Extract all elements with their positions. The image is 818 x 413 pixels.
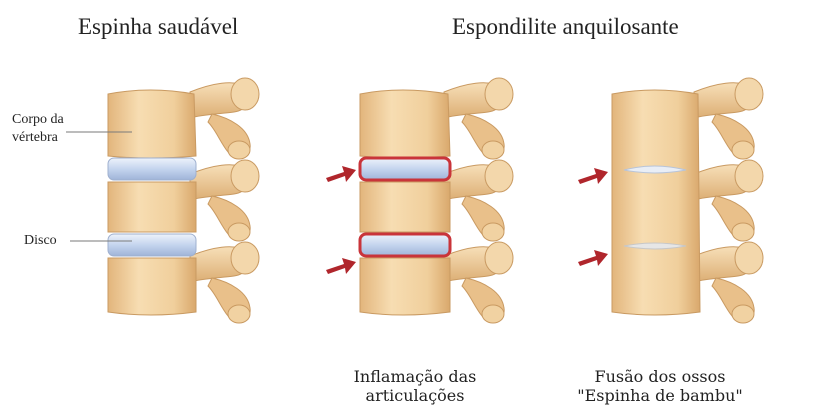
label-vertebral-body: Corpo da vértebra (12, 111, 122, 147)
red-arrow-icon (326, 166, 356, 182)
process-1 (444, 78, 513, 159)
vertebral-body-2 (108, 182, 196, 232)
red-arrow-icon (578, 168, 608, 184)
vertebral-body-3 (360, 258, 450, 315)
fused-vertebral-column (612, 90, 700, 315)
vertebral-body-1 (360, 90, 450, 158)
disc-1 (108, 158, 196, 180)
vertebral-body-2 (360, 182, 450, 232)
caption-inflammation-line1: Inflamação das (320, 367, 510, 386)
caption-inflammation: Inflamação das articulações (320, 367, 510, 405)
label-vertebral-body-line1: Corpo da (12, 111, 122, 129)
caption-fusion-line2: "Espinha de bambu" (560, 386, 760, 405)
process-2 (444, 160, 513, 241)
inflamed-disc-1 (360, 158, 450, 180)
label-vertebral-body-line2: vértebra (12, 129, 122, 147)
caption-inflammation-line2: articulações (320, 386, 510, 405)
disc-2 (108, 234, 196, 256)
process-1 (694, 78, 763, 159)
process-2 (694, 160, 763, 241)
label-disc: Disco (24, 232, 57, 250)
caption-fusion: Fusão dos ossos "Espinha de bambu" (560, 367, 760, 405)
process-3 (190, 242, 259, 323)
process-3 (694, 242, 763, 323)
red-arrow-icon (578, 250, 608, 266)
process-1 (190, 78, 259, 159)
caption-fusion-line1: Fusão dos ossos (560, 367, 760, 386)
vertebral-body-3 (108, 258, 196, 315)
fused-spine (578, 78, 763, 323)
process-2 (190, 160, 259, 241)
process-3 (444, 242, 513, 323)
inflamed-disc-2 (360, 234, 450, 256)
inflamed-spine (326, 78, 513, 323)
red-arrow-icon (326, 258, 356, 274)
